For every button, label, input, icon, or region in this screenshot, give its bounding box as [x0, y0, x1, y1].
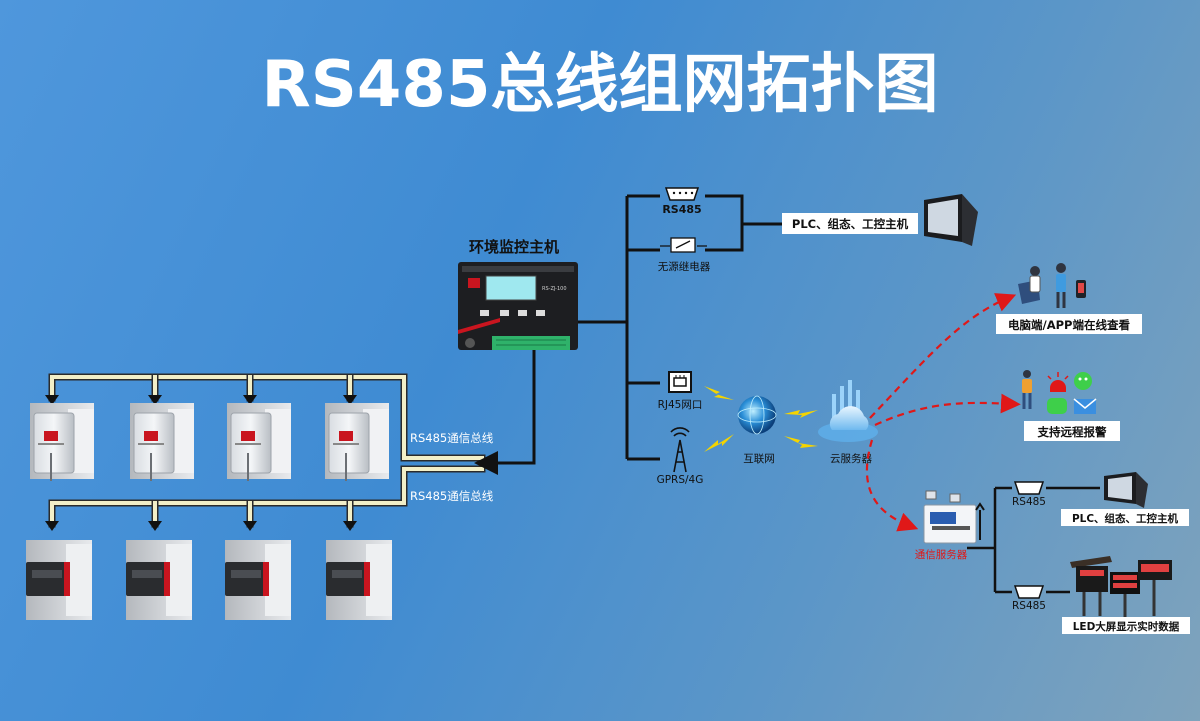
remote-alarm-icons	[1022, 370, 1097, 414]
rs485-label-a: RS485	[1012, 496, 1046, 508]
sensor-device	[326, 540, 392, 620]
rj45-label: RJ45网口	[658, 399, 703, 411]
cloud-server-icon	[818, 380, 878, 442]
pc-app-tag	[996, 314, 1142, 334]
pc-app-users-icon	[1018, 263, 1086, 308]
rs485-label-b: RS485	[1012, 600, 1046, 612]
sensor-device	[325, 403, 389, 481]
bus-label-top: RS485通信总线	[410, 431, 494, 445]
sensor-row-top	[30, 403, 389, 481]
internet-label: 互联网	[743, 453, 775, 465]
monitor-icon	[1104, 472, 1148, 508]
host-controller: RS-ZJ-100	[458, 262, 578, 350]
rs485-port-icon	[664, 187, 700, 201]
alarm-label: 支持远程报警	[1037, 425, 1107, 439]
sensor-device	[26, 540, 92, 620]
led-display-icon	[1070, 556, 1172, 618]
plc-label: PLC、组态、工控主机	[792, 217, 909, 231]
bus-arrowheads	[45, 395, 357, 531]
sensor-device	[126, 540, 192, 620]
bus-label-bottom: RS485通信总线	[410, 489, 494, 503]
sensor-device	[130, 403, 194, 481]
pc-app-label: 电脑端/APP端在线查看	[1008, 318, 1130, 332]
comm-server-device	[923, 490, 985, 544]
host-links	[474, 194, 782, 475]
led-label: LED大屏显示实时数据	[1073, 620, 1180, 633]
cell-tower-icon	[670, 427, 690, 473]
rs485-label: RS485	[662, 203, 701, 216]
wireless-bolts	[704, 386, 818, 452]
sensor-device	[30, 403, 94, 481]
monitor-icon	[924, 194, 978, 246]
cloud-server-label: 云服务器	[830, 452, 872, 465]
sensor-device	[227, 403, 291, 481]
plc-tag-2	[1061, 509, 1189, 526]
rs485-bus-lines	[48, 373, 486, 528]
page-title: RS485总线组网拓扑图	[262, 48, 939, 122]
led-tag	[1062, 617, 1190, 634]
sensor-device	[225, 540, 291, 620]
comm-server-links	[967, 486, 1100, 594]
host-model: RS-ZJ-100	[542, 286, 567, 292]
relay-icon	[660, 237, 707, 253]
rs485-port-icon	[1013, 481, 1045, 599]
relay-label: 无源继电器	[658, 260, 711, 273]
comm-server-label: 通信服务器	[915, 548, 968, 561]
host-label: 环境监控主机	[469, 238, 559, 256]
rj45-icon	[668, 371, 692, 393]
sensor-row-bottom	[26, 540, 392, 620]
gprs-label: GPRS/4G	[657, 474, 704, 486]
alarm-tag	[1024, 421, 1120, 441]
plc-label-2: PLC、组态、工控主机	[1072, 512, 1179, 525]
plc-tag	[782, 213, 918, 234]
remote-dashed-links	[865, 293, 1021, 532]
internet-globe-icon	[737, 395, 777, 435]
